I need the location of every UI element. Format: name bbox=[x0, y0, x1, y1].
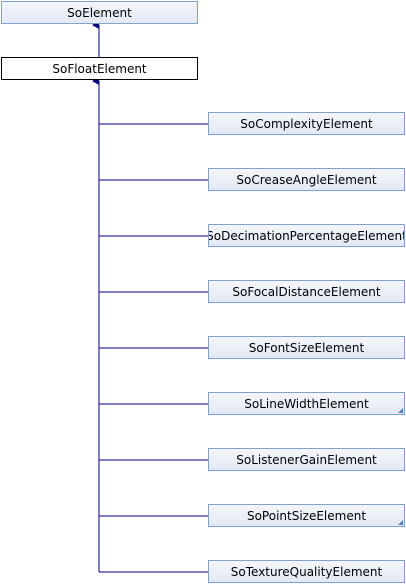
subclass-label: SoComplexityElement bbox=[240, 116, 373, 131]
base-class-label: SoElement bbox=[67, 5, 132, 20]
subclass-label: SoDecimationPercentageElement bbox=[208, 228, 405, 243]
current-class-label: SoFloatElement bbox=[52, 61, 147, 76]
subclass-node[interactable]: SoComplexityElement bbox=[208, 112, 405, 135]
subclass-node[interactable]: SoFontSizeElement bbox=[208, 336, 405, 359]
subclass-node[interactable]: SoDecimationPercentageElement bbox=[208, 224, 405, 247]
subclass-label: SoCreaseAngleElement bbox=[236, 172, 377, 187]
current-class-node: SoFloatElement bbox=[1, 57, 198, 80]
more-subclasses-indicator-icon bbox=[398, 408, 403, 413]
subclass-branch-edges bbox=[99, 123, 208, 573]
subclass-label: SoLineWidthElement bbox=[244, 396, 369, 411]
subclass-node[interactable]: SoFocalDistanceElement bbox=[208, 280, 405, 303]
subclass-label: SoListenerGainElement bbox=[236, 452, 377, 467]
subclass-label: SoTextureQualityElement bbox=[230, 564, 383, 579]
subclass-label: SoFontSizeElement bbox=[248, 340, 365, 355]
more-subclasses-indicator-icon bbox=[398, 520, 403, 525]
subclass-node[interactable]: SoListenerGainElement bbox=[208, 448, 405, 471]
subclass-node[interactable]: SoLineWidthElement bbox=[208, 392, 405, 415]
subclass-label: SoFocalDistanceElement bbox=[232, 284, 381, 299]
subclass-node[interactable]: SoTextureQualityElement bbox=[208, 560, 405, 583]
subclass-node[interactable]: SoPointSizeElement bbox=[208, 504, 405, 527]
subclass-label: SoPointSizeElement bbox=[246, 508, 367, 523]
subclass-node[interactable]: SoCreaseAngleElement bbox=[208, 168, 405, 191]
base-class-node[interactable]: SoElement bbox=[1, 1, 198, 24]
